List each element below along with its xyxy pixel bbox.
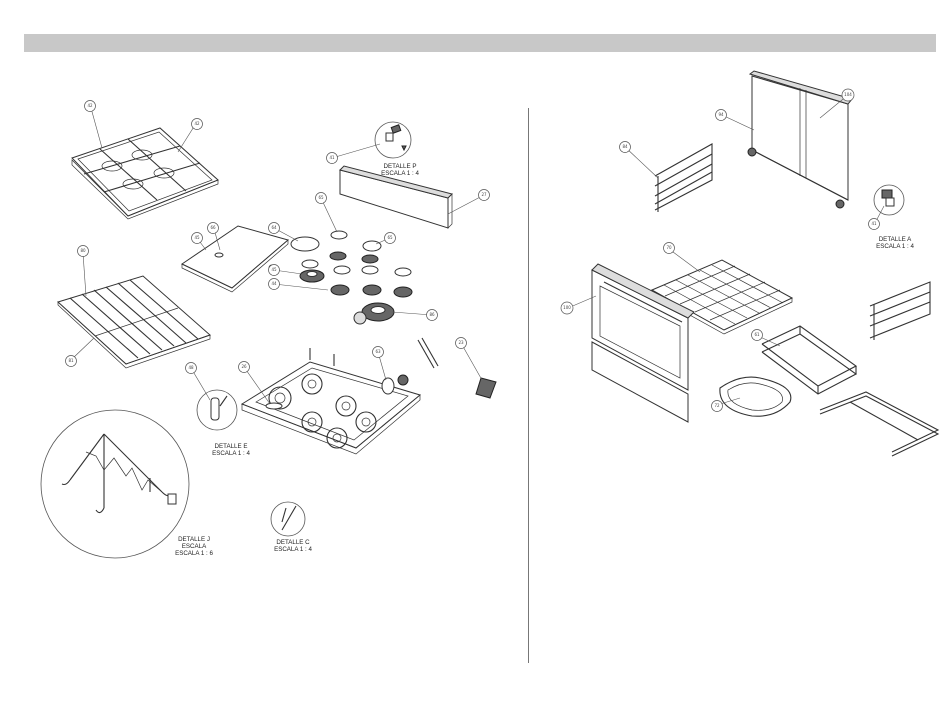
oven-side-rack-right — [870, 282, 930, 340]
callout-42b: 42 — [192, 119, 203, 130]
svg-text:ESCALA 1 : 6: ESCALA 1 : 6 — [175, 550, 213, 557]
callout-66: 66 — [208, 223, 219, 234]
svg-text:65: 65 — [318, 195, 324, 200]
gasket-frame — [720, 377, 791, 416]
svg-text:94: 94 — [718, 112, 724, 117]
callout-70: 70 — [664, 243, 675, 254]
detalle-c-view — [271, 502, 305, 536]
oven-back-panel — [748, 71, 852, 208]
svg-text:104: 104 — [844, 92, 852, 97]
callout-86: 86 — [427, 310, 438, 321]
callout-100: 100 — [561, 302, 573, 314]
svg-text:86: 86 — [429, 312, 435, 317]
cooktop-grate-top — [72, 128, 218, 219]
callout-42a: 42 — [85, 101, 96, 112]
svg-text:42: 42 — [194, 121, 200, 126]
svg-text:ESCALA: ESCALA — [182, 543, 207, 550]
svg-text:23: 23 — [458, 340, 464, 345]
svg-text:DETALLE P: DETALLE P — [384, 163, 417, 170]
svg-text:26: 26 — [241, 364, 247, 369]
svg-text:DETALLE J: DETALLE J — [178, 536, 210, 543]
detalle-j-view — [41, 410, 189, 558]
svg-text:61: 61 — [754, 332, 760, 337]
svg-text:42: 42 — [87, 103, 93, 108]
callout-41: 41 — [327, 153, 338, 164]
detalle-a-view — [874, 185, 904, 215]
caption-detalle-e: DETALLE E ESCALA 1 : 4 — [212, 443, 250, 457]
slide-rail — [820, 392, 938, 456]
svg-text:80: 80 — [80, 248, 86, 253]
caption-detalle-c: DETALLE C ESCALA 1 : 4 — [274, 539, 312, 553]
callout-64: 64 — [269, 223, 280, 234]
caption-detalle-p: DETALLE P ESCALA 1 : 4 — [381, 163, 419, 177]
callout-48: 48 — [186, 363, 197, 374]
detalle-p-view — [375, 122, 411, 158]
svg-text:DETALLE C: DETALLE C — [276, 539, 310, 546]
callout-80: 80 — [78, 246, 89, 257]
svg-text:27: 27 — [481, 192, 487, 197]
svg-text:DETALLE A: DETALLE A — [879, 236, 912, 243]
svg-text:41: 41 — [329, 155, 335, 160]
svg-text:41: 41 — [871, 221, 877, 226]
svg-text:45: 45 — [271, 267, 277, 272]
svg-text:65: 65 — [387, 235, 393, 240]
svg-text:ESCALA 1 : 4: ESCALA 1 : 4 — [876, 243, 914, 250]
callout-65a: 65 — [316, 193, 327, 204]
svg-text:84: 84 — [622, 144, 628, 149]
svg-text:DETALLE E: DETALLE E — [215, 443, 248, 450]
callout-72: 72 — [712, 401, 723, 412]
svg-text:100: 100 — [563, 305, 571, 310]
callout-26: 26 — [239, 362, 250, 373]
svg-text:44: 44 — [271, 281, 277, 286]
callout-84: 84 — [620, 142, 631, 153]
callout-81: 81 — [66, 356, 77, 367]
callout-61: 61 — [752, 330, 763, 341]
svg-text:81: 81 — [68, 358, 74, 363]
callout-27: 27 — [479, 190, 490, 201]
oven-side-rack — [655, 144, 712, 212]
cooktop-grate-lower — [58, 276, 210, 368]
callout-104: 104 — [842, 89, 854, 101]
caption-detalle-j: DETALLE J ESCALA ESCALA 1 : 6 — [175, 536, 213, 557]
cooktop-body — [242, 348, 420, 454]
svg-text:63: 63 — [375, 349, 381, 354]
callout-45: 45 — [269, 265, 280, 276]
svg-text:45: 45 — [194, 235, 200, 240]
callout-45-top: 45 — [192, 233, 203, 244]
callout-65b: 65 — [385, 233, 396, 244]
caption-detalle-a: DETALLE A ESCALA 1 : 4 — [876, 236, 914, 250]
svg-text:64: 64 — [271, 225, 277, 230]
svg-text:ESCALA 1 : 4: ESCALA 1 : 4 — [212, 450, 250, 457]
svg-text:ESCALA 1 : 4: ESCALA 1 : 4 — [381, 170, 419, 177]
svg-text:72: 72 — [714, 403, 720, 408]
broiler-frame — [762, 326, 856, 394]
callout-41-right: 41 — [869, 219, 880, 230]
svg-text:ESCALA 1 : 4: ESCALA 1 : 4 — [274, 546, 312, 553]
callout-63: 63 — [373, 347, 384, 358]
callout-94: 94 — [716, 110, 727, 121]
callout-44: 44 — [269, 279, 280, 290]
callout-23: 23 — [456, 338, 467, 349]
svg-text:48: 48 — [188, 365, 194, 370]
svg-text:66: 66 — [210, 225, 216, 230]
svg-text:70: 70 — [666, 245, 672, 250]
detalle-e-view — [197, 390, 237, 430]
